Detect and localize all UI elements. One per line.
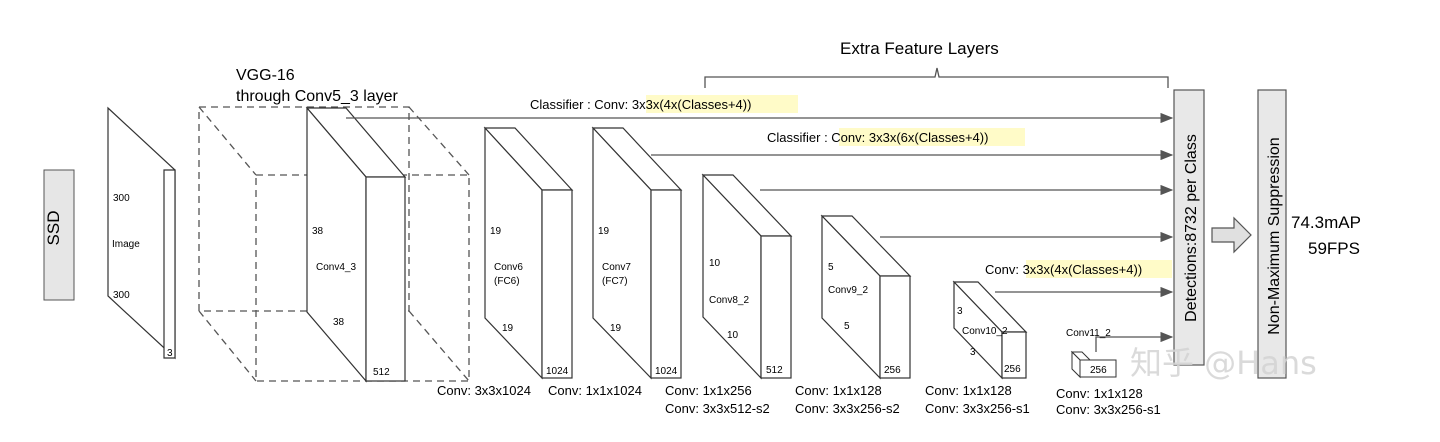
conv6-block: 19 Conv6 (FC6) 19 1024 bbox=[483, 126, 574, 380]
result-map: 74.3mAP bbox=[1291, 213, 1361, 232]
conv11-2-label: Conv11_2 bbox=[1066, 328, 1111, 339]
detections-label: Detections:8732 per Class bbox=[1183, 134, 1200, 322]
conv9-2-side: 5 bbox=[828, 262, 834, 273]
conv8-2-label: Conv8_2 bbox=[709, 295, 749, 306]
conv9-2-op2: Conv: 3x3x256-s2 bbox=[795, 401, 900, 416]
conv7-side: 19 bbox=[598, 226, 610, 237]
image-dim-top: 300 bbox=[113, 193, 130, 204]
classifier3-label: Conv: 3x3x(4x(Classes+4)) bbox=[985, 262, 1142, 277]
conv6-bottom: 19 bbox=[502, 323, 514, 334]
conv7-sublabel: (FC7) bbox=[602, 276, 628, 287]
conv8-2-bottom: 10 bbox=[727, 330, 739, 341]
image-dim-bottom: 300 bbox=[113, 290, 130, 301]
conv4-3-block: 38 Conv4_3 38 512 bbox=[305, 106, 407, 383]
classifier1-label: Classifier : Conv: 3x3x(4x(Classes+4)) bbox=[530, 97, 751, 112]
conv10-2-block: 3 Conv10_2 3 256 bbox=[952, 280, 1028, 380]
conv9-2-bottom: 5 bbox=[844, 321, 850, 332]
conv8-2-side: 10 bbox=[709, 258, 721, 269]
watermark: 知乎 @Hans bbox=[1130, 344, 1317, 382]
nms-box: Non-Maximum Suppression bbox=[1257, 89, 1287, 379]
conv8-2-depth: 512 bbox=[766, 365, 783, 376]
nms-label: Non-Maximum Suppression bbox=[1266, 137, 1283, 334]
extra-layers-brace bbox=[704, 67, 1169, 88]
conv9-2-block: 5 Conv9_2 5 256 bbox=[820, 214, 912, 380]
conv10-2-op1: Conv: 1x1x128 bbox=[925, 383, 1012, 398]
image-block: 300 Image 300 3 bbox=[107, 106, 176, 360]
classifier3-highlight bbox=[1026, 260, 1172, 278]
conv11-2-block: Conv11_2 256 bbox=[1066, 328, 1117, 379]
feature-arrows bbox=[346, 112, 1174, 352]
classifier1-highlight bbox=[646, 95, 798, 113]
conv10-2-label: Conv10_2 bbox=[962, 326, 1008, 337]
conv8-2-op2: Conv: 3x3x512-s2 bbox=[665, 401, 770, 416]
classifier2-highlight bbox=[839, 128, 1025, 146]
result-fps: 59FPS bbox=[1308, 239, 1360, 258]
image-depth: 3 bbox=[167, 348, 173, 359]
detections-box: Detections:8732 per Class bbox=[1173, 89, 1205, 366]
classifier1-prefix: Classifier : Conv: bbox=[530, 97, 632, 112]
classifier3-spec: 3x3x(4x(Classes+4)) bbox=[1023, 262, 1143, 277]
conv8-2-op1: Conv: 1x1x256 bbox=[665, 383, 752, 398]
image-label: Image bbox=[112, 239, 140, 250]
conv8-2-block: 10 Conv8_2 10 512 bbox=[701, 173, 793, 380]
conv11-2-op1: Conv: 1x1x128 bbox=[1056, 386, 1143, 401]
conv11-2-depth: 256 bbox=[1090, 365, 1107, 376]
vgg16-block bbox=[198, 106, 470, 382]
ssd-box: SSD bbox=[43, 169, 75, 301]
conv9-2-op1: Conv: 1x1x128 bbox=[795, 383, 882, 398]
conv6-label: Conv6 bbox=[494, 262, 523, 273]
conv6-side: 19 bbox=[490, 226, 502, 237]
classifier1-spec: 3x3x(4x(Classes+4)) bbox=[632, 97, 752, 112]
classifier2-label: Classifier : Conv: 3x3x(6x(Classes+4)) bbox=[767, 130, 988, 145]
conv9-2-depth: 256 bbox=[884, 365, 901, 376]
conv7-label: Conv7 bbox=[602, 262, 631, 273]
conv10-2-op2: Conv: 3x3x256-s1 bbox=[925, 401, 1030, 416]
conv6-sublabel: (FC6) bbox=[494, 276, 520, 287]
conv7-block: 19 Conv7 (FC7) 19 1024 bbox=[591, 126, 683, 380]
conv10-2-depth: 256 bbox=[1004, 364, 1021, 375]
ssd-label: SSD bbox=[44, 211, 63, 246]
conv11-2-op2: Conv: 3x3x256-s1 bbox=[1056, 402, 1161, 417]
vgg-title-line1: VGG-16 bbox=[236, 67, 295, 84]
conv4-3-depth: 512 bbox=[373, 367, 390, 378]
conv7-bottom: 19 bbox=[610, 323, 622, 334]
extra-layers-title: Extra Feature Layers bbox=[840, 39, 999, 58]
conv9-2-label: Conv9_2 bbox=[828, 285, 868, 296]
classifier2-prefix: Classifier : bbox=[767, 130, 831, 145]
nms-arrow-icon bbox=[1211, 216, 1252, 254]
classifier2-spec: Conv: 3x3x(6x(Classes+4)) bbox=[831, 130, 988, 145]
conv4-3-label: Conv4_3 bbox=[316, 262, 356, 273]
conv6-depth: 1024 bbox=[546, 366, 569, 377]
conv10-2-side: 3 bbox=[957, 306, 963, 317]
vgg-title-line2: through Conv5_3 layer bbox=[236, 88, 399, 105]
conv7-op: Conv: 1x1x1024 bbox=[548, 383, 642, 398]
conv4-3-bottom: 38 bbox=[333, 317, 345, 328]
classifier3-prefix: Conv: bbox=[985, 262, 1023, 277]
conv7-depth: 1024 bbox=[655, 366, 678, 377]
arrow-conv11-2 bbox=[1095, 331, 1174, 352]
conv4-3-side: 38 bbox=[312, 226, 324, 237]
conv10-2-bottom: 3 bbox=[970, 347, 976, 358]
conv6-op: Conv: 3x3x1024 bbox=[437, 383, 531, 398]
